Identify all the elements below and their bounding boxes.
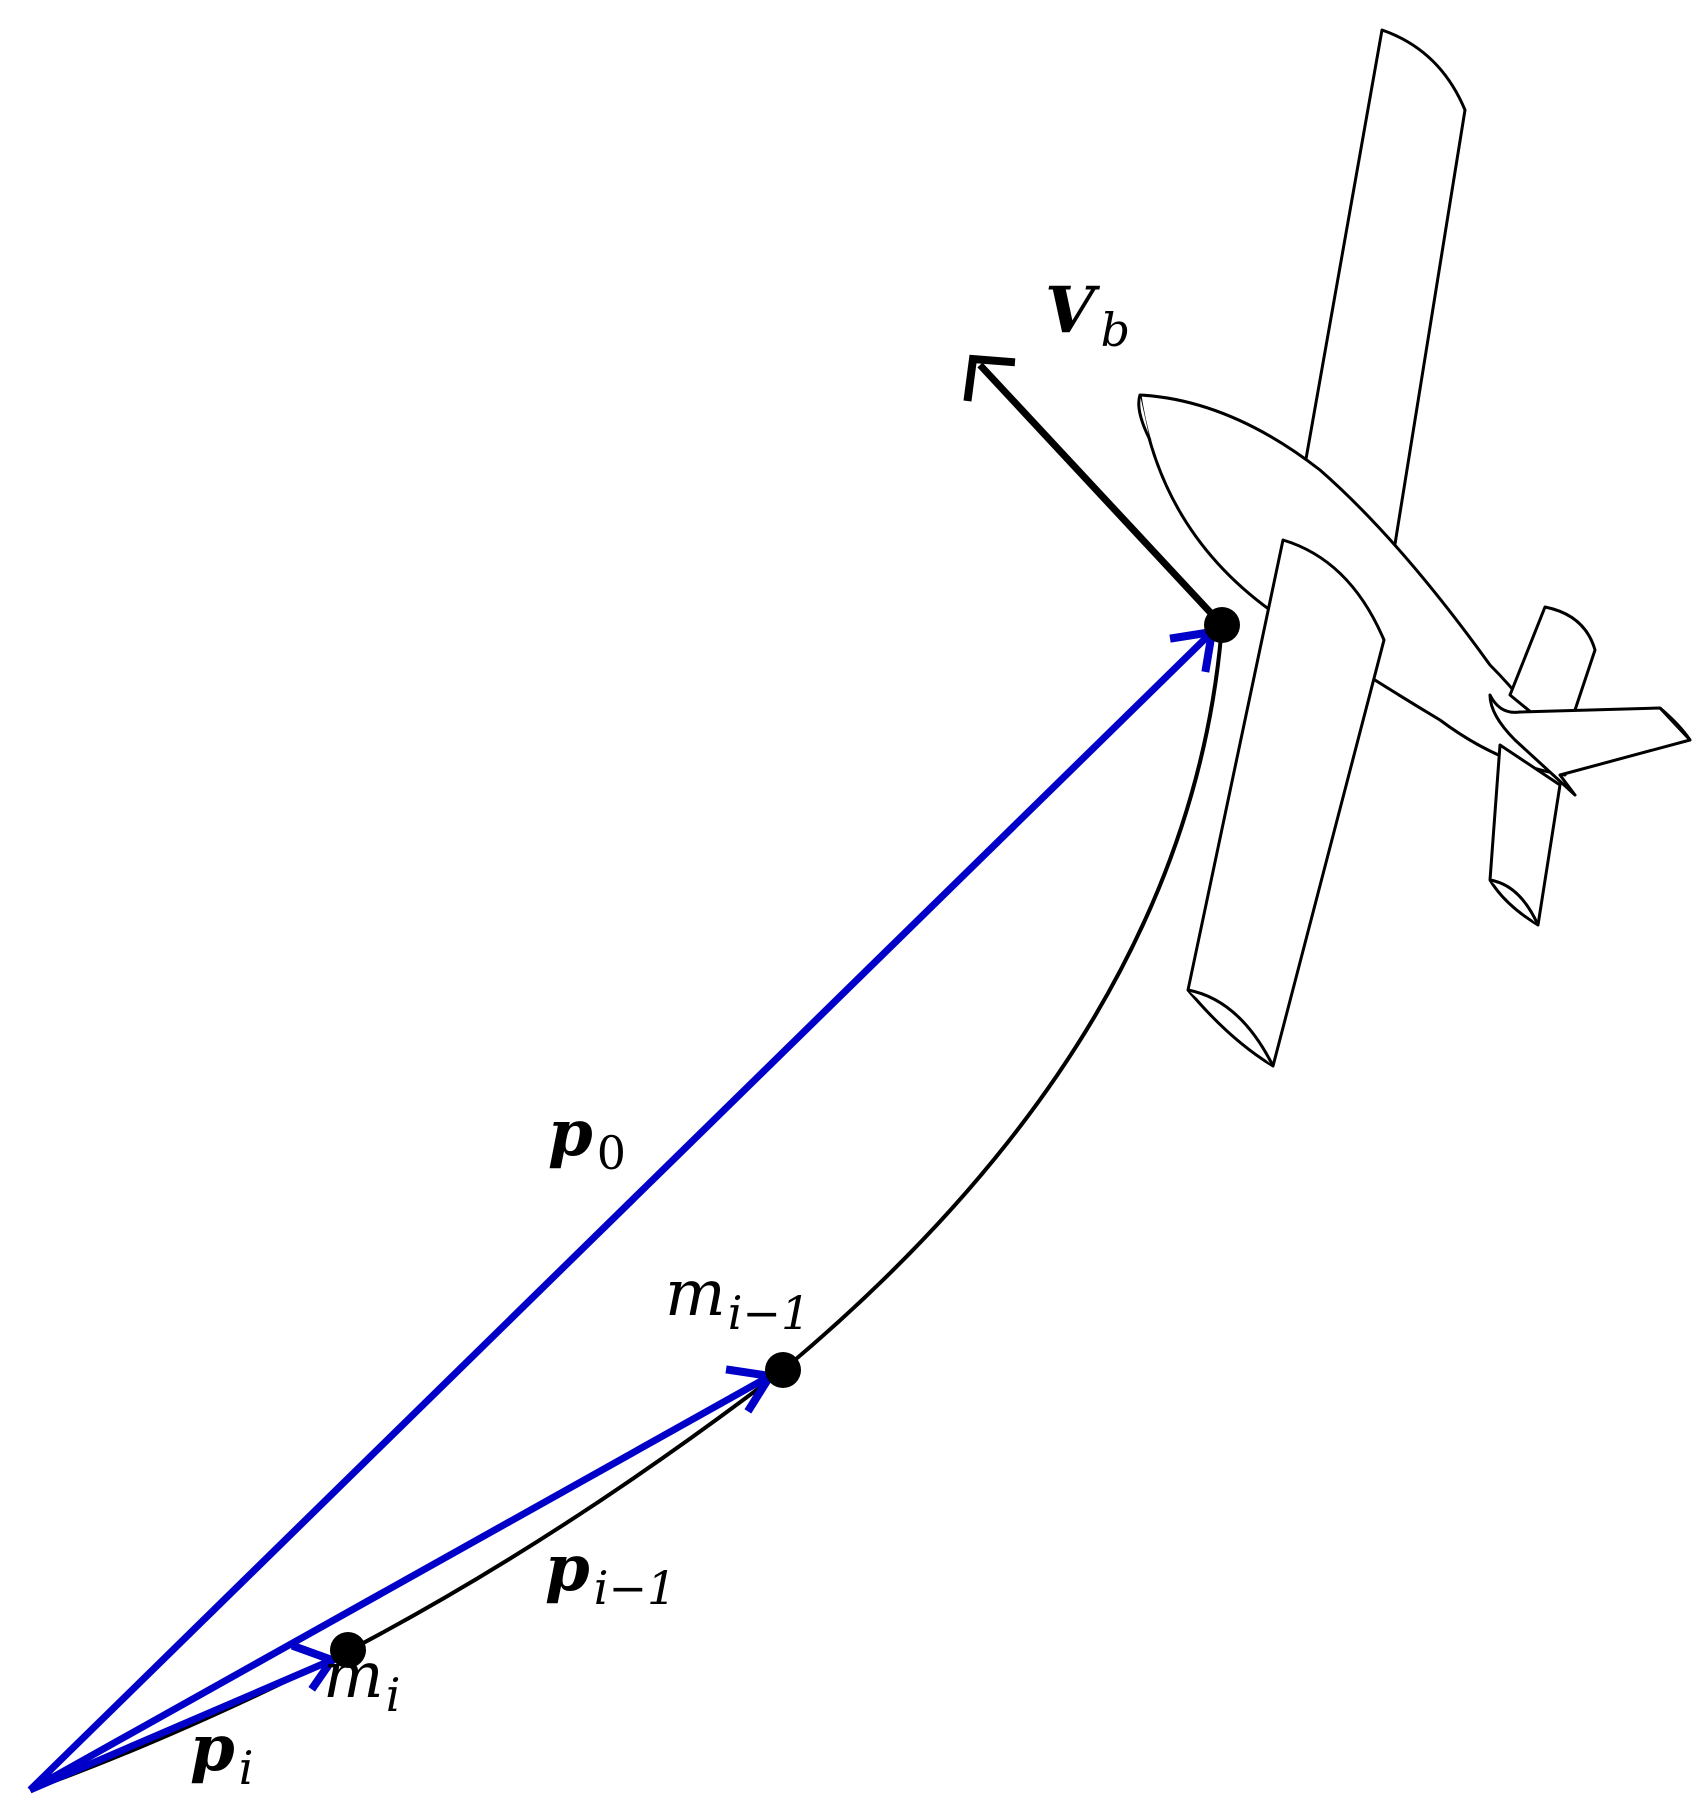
aircraft-far-wing xyxy=(1290,28,1467,577)
aircraft-fin-tip xyxy=(1659,706,1692,741)
aircraft-icon xyxy=(1137,28,1692,1068)
position-vector-p0 xyxy=(27,627,1217,1793)
mass-point-m-i xyxy=(330,1632,366,1668)
velocity-vector-shaft xyxy=(977,362,1225,628)
position-vector-p-i-minus-1-shaft xyxy=(28,1372,772,1794)
position-vector-p0-shaft xyxy=(27,629,1215,1793)
aircraft-near-stabilizer-tip xyxy=(1489,878,1540,926)
mass-point-aircraft xyxy=(1204,607,1240,643)
aircraft-nose xyxy=(1137,394,1152,441)
position-vector-p-i xyxy=(28,1641,339,1794)
mass-point-m-i-minus-1 xyxy=(765,1352,801,1388)
label-p0: p0 xyxy=(548,1096,626,1180)
label-m-i: mi xyxy=(323,1639,400,1722)
label-p-i-minus-1: pi−1 xyxy=(545,1531,676,1615)
aircraft-near-stabilizer xyxy=(1488,743,1562,927)
velocity-vector-head xyxy=(963,354,1016,402)
aircraft-near-wing xyxy=(1186,538,1386,1068)
aircraft-far-stabilizer xyxy=(1508,605,1597,742)
label-p-i: pi xyxy=(190,1711,253,1795)
position-vector-p-i-head xyxy=(290,1641,339,1692)
aircraft-vertical-fin xyxy=(1488,693,1692,797)
aircraft-near-wing-tip xyxy=(1187,988,1275,1067)
label-m-i-minus-1: mi−1 xyxy=(665,1257,810,1340)
position-vector-p-i-shaft xyxy=(28,1656,334,1794)
velocity-vector xyxy=(963,354,1225,628)
